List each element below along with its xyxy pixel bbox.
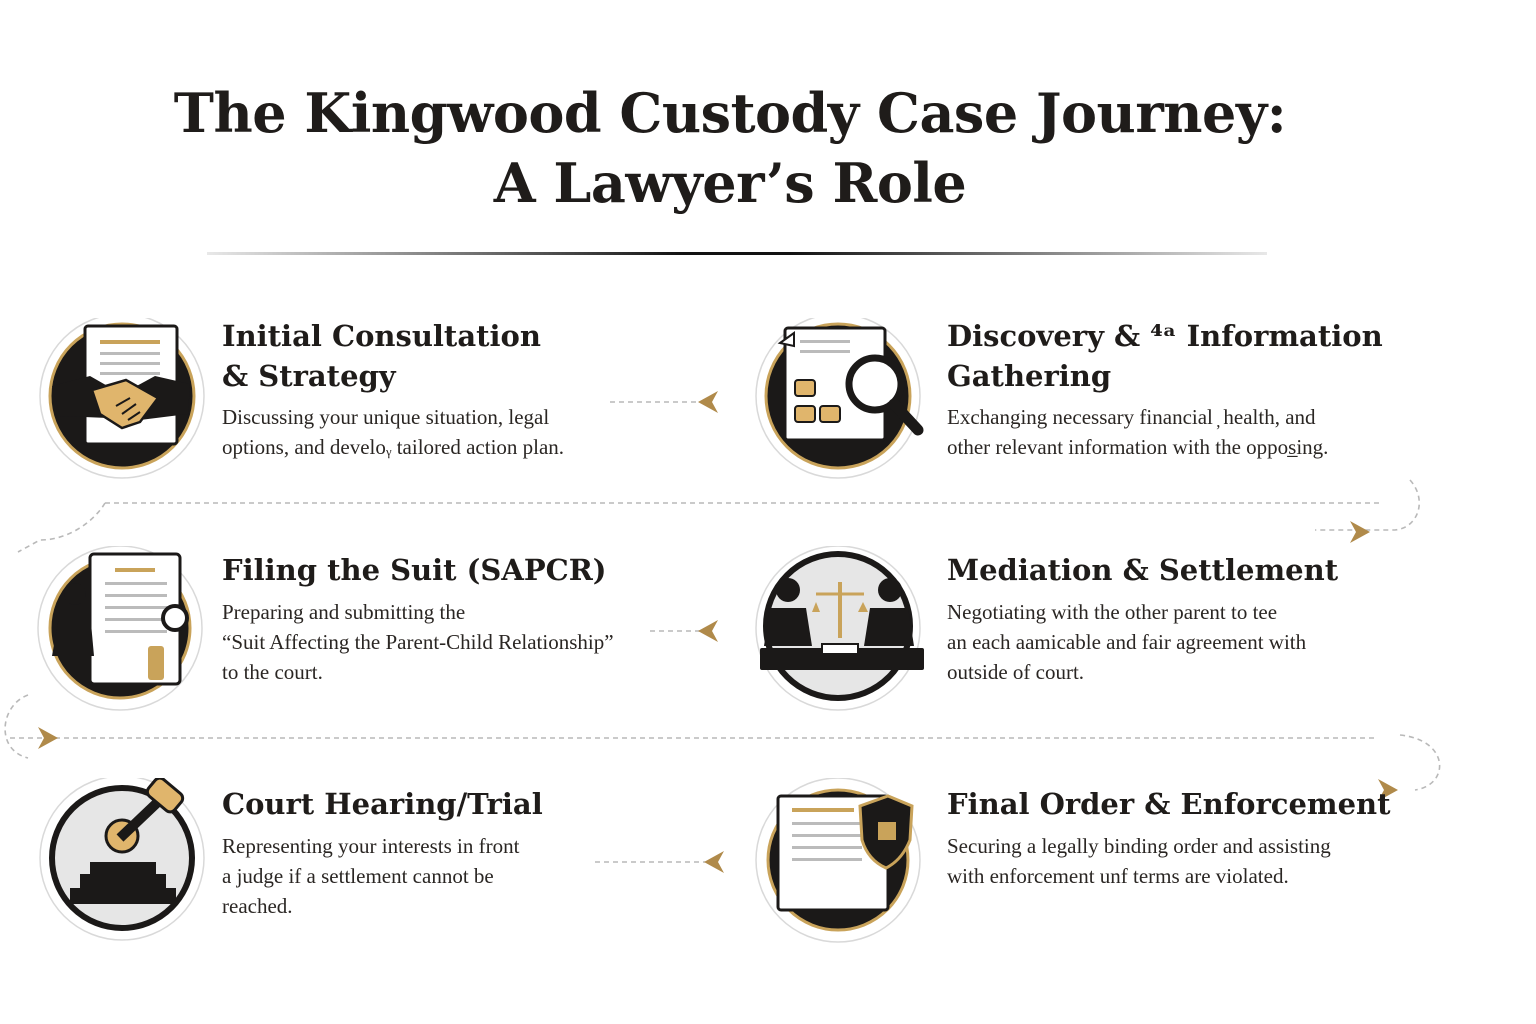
step-5-title: Court Hearing/Trial <box>222 787 543 821</box>
step-1-title: Initial Consultation & Strategy <box>222 319 541 393</box>
page-title: The Kingwood Custody Case Journey: A Law… <box>0 78 1460 218</box>
arrow-right-3 <box>1378 779 1398 801</box>
handshake-icon <box>39 318 205 479</box>
step-3-title: Filing the Suit (SAPCR) <box>222 553 607 587</box>
step-1-description: Discussing your unique situation, legal … <box>222 405 565 459</box>
arrow-left-1 <box>698 391 718 413</box>
step-3-description: Preparing and submitting the “Suit Affec… <box>222 600 614 684</box>
title-divider <box>207 252 1267 255</box>
step-4-description: Negotiating with the other parent to tee… <box>947 600 1307 684</box>
title-line-1: The Kingwood Custody Case Journey: <box>173 81 1287 145</box>
step-5-description: Representing your interests in front a j… <box>222 834 520 918</box>
step-6-description: Securing a legally binding order and ass… <box>947 834 1331 888</box>
scales-of-justice-icon <box>755 546 924 711</box>
title-line-2: A Lawyer’s Role <box>493 151 967 215</box>
step-4-title: Mediation & Settlement <box>947 553 1339 587</box>
step-2-description: Exchanging necessary financial ̦ health,… <box>947 405 1329 459</box>
arrow-right-2 <box>38 727 58 749</box>
filing-document-icon <box>37 546 203 711</box>
arrow-right-1 <box>1350 521 1370 543</box>
shield-document-icon <box>755 778 921 943</box>
magnifying-glass-document-icon <box>755 318 924 479</box>
step-6-title: Final Order & Enforcement <box>947 787 1391 821</box>
gavel-icon <box>39 778 205 941</box>
step-2-title: Discovery & ⁴ᵃ Information Gathering <box>947 319 1383 393</box>
arrow-left-2 <box>698 620 718 642</box>
arrow-left-3 <box>704 851 724 873</box>
